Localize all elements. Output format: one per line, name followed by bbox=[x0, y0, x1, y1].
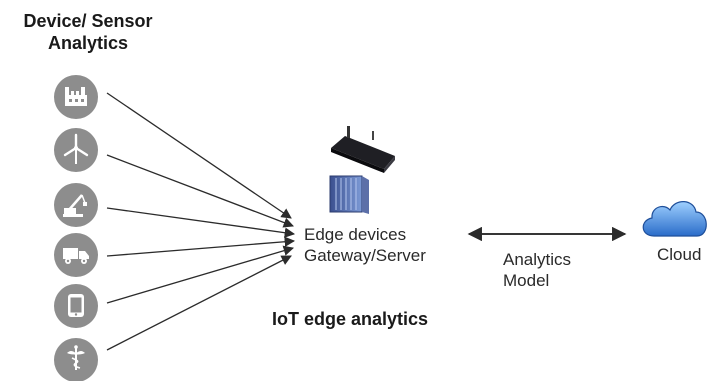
truck-icon bbox=[63, 248, 89, 264]
title-line-1: Device/ Sensor bbox=[23, 11, 153, 31]
arrow-factory bbox=[106, 92, 292, 219]
arrow-crane bbox=[106, 207, 296, 238]
sensor-wind-turbine bbox=[54, 128, 98, 172]
cloud-icon bbox=[642, 201, 707, 237]
arrow-medical bbox=[106, 255, 292, 351]
arrow-truck bbox=[106, 236, 296, 257]
edge-label-line-1: Edge devices bbox=[304, 225, 407, 244]
sensor-tablet bbox=[54, 284, 98, 328]
gateway-device-icon bbox=[331, 126, 395, 173]
edge-devices-label: Edge devices Gateway/Server bbox=[304, 224, 426, 266]
sensor-arrows bbox=[106, 92, 296, 351]
medical-caduceus-icon bbox=[67, 345, 85, 370]
arrow-wind-turbine bbox=[106, 154, 294, 228]
footer-caption: IoT edge analytics bbox=[272, 309, 429, 329]
cloud-label: Cloud bbox=[657, 245, 702, 264]
edge-label-line-2: Gateway/Server bbox=[304, 246, 426, 265]
sensor-medical bbox=[54, 338, 98, 381]
diagram-title: Device/ Sensor Analytics bbox=[8, 10, 168, 54]
analytics-label-line-2: Model bbox=[503, 271, 550, 290]
title-line-2: Analytics bbox=[47, 33, 129, 53]
analytics-label-line-1: Analytics bbox=[503, 250, 572, 269]
crane-icon bbox=[63, 194, 87, 217]
analytics-model-label: Analytics Model bbox=[503, 249, 571, 291]
server-icon bbox=[329, 175, 369, 214]
factory-icon bbox=[65, 87, 87, 106]
arrow-tablet bbox=[106, 245, 294, 304]
sensor-factory bbox=[54, 75, 98, 119]
tablet-icon bbox=[68, 294, 84, 317]
sensor-truck bbox=[54, 233, 98, 277]
wind-turbine-icon bbox=[63, 133, 89, 164]
sensor-crane bbox=[54, 183, 98, 227]
